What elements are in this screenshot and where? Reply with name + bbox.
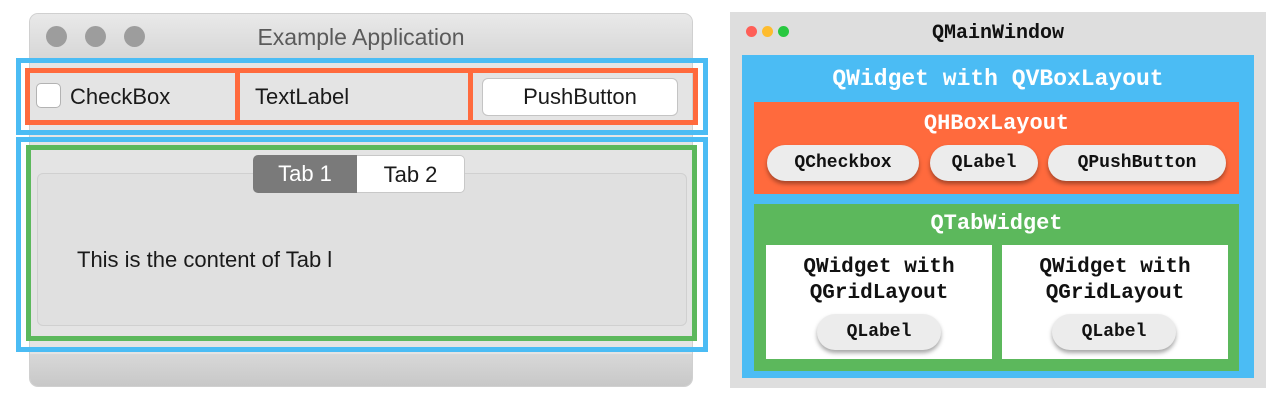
vbox-bottom-outline: [16, 137, 708, 352]
tab-2[interactable]: Tab 2: [357, 155, 465, 193]
window-title: Example Application: [257, 24, 465, 50]
checkbox-label[interactable]: CheckBox: [70, 84, 171, 109]
qmainwindow-label: QMainWindow: [931, 22, 1065, 45]
grid-page-2-qlabel-pill: QLabel: [1052, 314, 1176, 350]
qcheckbox-pill: QCheckbox: [767, 145, 919, 181]
qlabel-pill: QLabel: [930, 145, 1038, 181]
yellow-dot-icon: [762, 26, 773, 37]
text-label: TextLabel: [255, 84, 350, 109]
push-button[interactable]: PushButton: [482, 78, 678, 116]
close-window-icon[interactable]: [46, 26, 67, 47]
grid-page-2-line2: QGridLayout: [1045, 282, 1185, 305]
green-dot-icon: [778, 26, 789, 37]
hbox-divider-2: [468, 68, 473, 125]
checkbox[interactable]: [36, 83, 61, 108]
grid-page-1-line1: QWidget with: [803, 256, 955, 279]
tabwidget-label: QTabWidget: [930, 211, 1063, 236]
tab-content-label: This is the content of Tab l: [77, 247, 333, 272]
tab-1[interactable]: Tab 1: [253, 155, 357, 193]
minimize-window-icon[interactable]: [85, 26, 106, 47]
red-dot-icon: [746, 26, 757, 37]
tab-pane: [37, 173, 687, 326]
hbox-divider-1: [235, 68, 240, 125]
grid-page-1-line2: QGridLayout: [809, 282, 949, 305]
grid-page-1-qlabel-pill: QLabel: [817, 314, 941, 350]
zoom-window-icon[interactable]: [124, 26, 145, 47]
vbox-label: QWidget with QVBoxLayout: [832, 66, 1164, 92]
qpushbutton-pill: QPushButton: [1048, 145, 1226, 181]
vbox-top-outline: [16, 58, 708, 135]
grid-page-2-line1: QWidget with: [1039, 256, 1191, 279]
hbox-outline: [25, 68, 698, 125]
title-bar: Example Application: [30, 14, 692, 58]
hbox-label: QHBoxLayout: [923, 111, 1070, 136]
tabwidget-outline: [26, 145, 697, 341]
window-footer: [30, 354, 692, 386]
